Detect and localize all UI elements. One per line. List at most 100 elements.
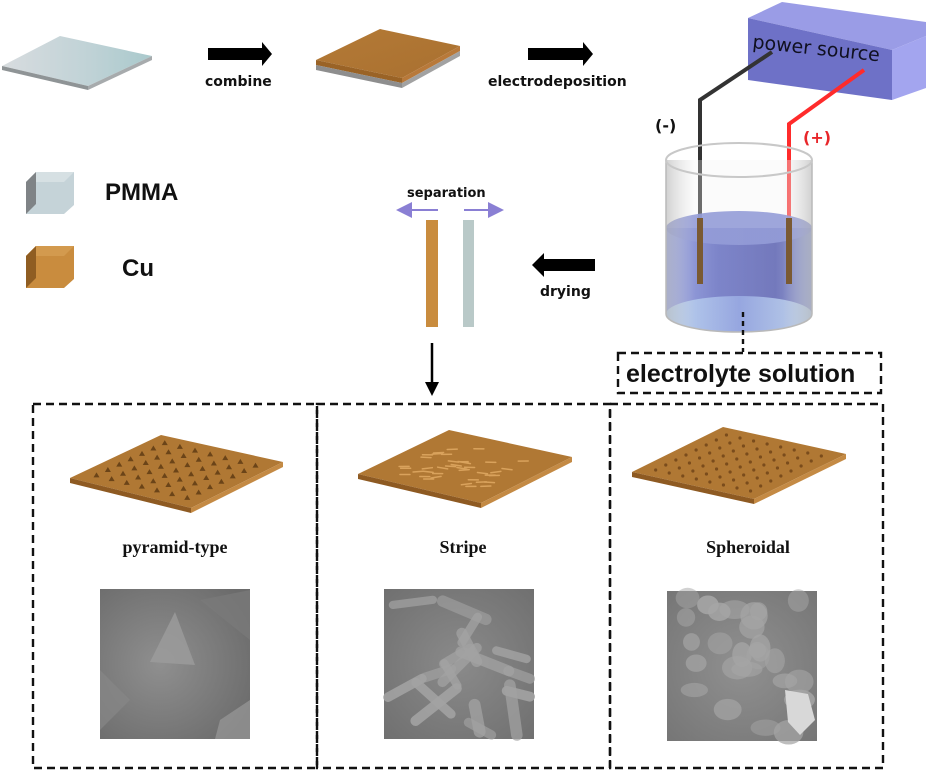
spheroid-feature — [755, 447, 759, 451]
sem-rod — [501, 685, 535, 702]
spheroid-feature — [796, 456, 800, 460]
stripe-feature — [422, 470, 434, 474]
step-label-combine: combine — [205, 74, 272, 90]
pyramid-feature — [214, 469, 221, 475]
sem-grain — [772, 673, 798, 689]
legend-label-cu: Cu — [122, 255, 154, 282]
sem-grain — [732, 642, 752, 668]
stripe-feature — [490, 470, 502, 474]
pyramid-feature — [146, 469, 153, 475]
spheroid-feature — [687, 461, 692, 465]
spheroid-feature — [714, 438, 718, 442]
pyramid-feature — [142, 460, 149, 465]
spheroid-feature — [779, 474, 783, 478]
spheroid-feature — [728, 441, 732, 445]
pyramid-feature — [138, 483, 145, 489]
positive-terminal-label: (+) — [803, 128, 831, 147]
spheroid-feature — [677, 466, 681, 470]
sem-grain — [683, 633, 700, 651]
spheroid-feature — [684, 453, 688, 457]
spheroid-feature — [735, 486, 739, 490]
spheroid-feature — [718, 446, 722, 450]
pyramid-feature — [161, 472, 168, 478]
pyramid-feature — [188, 471, 195, 477]
spheroid-feature — [738, 465, 742, 469]
pyramid-feature — [176, 476, 183, 482]
pyramid-feature — [207, 451, 214, 457]
spheroidal-plate — [632, 427, 846, 504]
stripe-feature — [458, 468, 470, 472]
spheroid-feature — [742, 473, 746, 477]
spheroid-feature — [782, 453, 786, 457]
legend-cu-cube — [26, 246, 74, 288]
sem-grain — [787, 589, 809, 612]
sem-grain — [746, 643, 770, 670]
pyramid-feature — [108, 476, 115, 482]
morphology-label-pyramid-type: pyramid-type — [123, 537, 228, 557]
stripe-feature — [421, 466, 434, 470]
spheroid-feature — [809, 459, 813, 463]
sem-rod — [456, 627, 483, 667]
stripe-feature — [436, 466, 449, 470]
spheroid-feature — [654, 468, 658, 472]
legend-pmma-cube — [26, 172, 74, 214]
spheroid-feature — [768, 450, 773, 454]
spheroid-feature — [704, 472, 709, 476]
pyramid-feature — [229, 473, 236, 479]
pyramid-feature — [154, 487, 160, 493]
spheroid-feature — [759, 484, 763, 488]
sem-rod — [492, 646, 531, 664]
pyramid-feature — [93, 472, 100, 478]
pyramid-feature — [191, 480, 198, 486]
pyramid-feature — [195, 456, 202, 462]
spheroid-feature — [704, 443, 708, 447]
step-label-drying: drying — [540, 284, 591, 300]
pyramid-feature — [184, 494, 191, 500]
sem-grain — [685, 654, 707, 672]
separated-cu-strip — [426, 220, 438, 327]
spheroid-feature — [664, 463, 668, 467]
spheroid-feature — [748, 460, 752, 464]
stripe-feature — [456, 466, 468, 470]
spheroid-feature — [691, 469, 695, 473]
sem-rod — [383, 673, 427, 702]
negative-terminal-label: (-) — [655, 116, 676, 135]
stripe-feature — [450, 463, 463, 467]
step-label-separation: separation — [407, 186, 486, 201]
sem-grain — [749, 602, 768, 621]
stripe-feature — [501, 467, 513, 471]
spheroid-feature — [721, 454, 725, 458]
panel-spheroidal — [608, 402, 885, 770]
spheroid-feature — [745, 481, 749, 485]
sem-rod — [437, 595, 492, 626]
spheroid-feature — [711, 459, 715, 463]
pyramid-feature — [203, 475, 210, 480]
stripe-feature — [431, 452, 444, 455]
spheroid-feature — [785, 461, 790, 465]
pyramid-feature — [176, 443, 183, 449]
arrow-down — [425, 343, 439, 396]
pyramid-feature — [135, 474, 142, 480]
spheroid-feature — [806, 451, 810, 455]
pyramid-feature — [169, 458, 176, 464]
spheroid-feature — [725, 462, 729, 466]
pyramid-feature — [154, 454, 161, 460]
sem-grain — [707, 602, 731, 621]
spheroid-feature — [765, 471, 769, 475]
pyramid-feature — [165, 482, 172, 487]
pyramid-feature — [252, 462, 259, 468]
cu-pmma-plate — [316, 29, 460, 88]
sem-grain — [676, 608, 696, 627]
pyramid-feature — [131, 465, 138, 471]
electrolyte-label: electrolyte solution — [626, 360, 855, 388]
stripe-feature — [430, 475, 442, 479]
stripe-feature — [459, 461, 472, 465]
spheroid-feature — [738, 436, 742, 440]
spheroid-feature — [708, 451, 712, 455]
pyramid-feature — [150, 478, 157, 484]
stripe-feature — [476, 471, 489, 475]
spheroid-feature — [694, 448, 698, 452]
separated-pmma-strip — [463, 220, 474, 327]
spheroid-feature — [724, 433, 729, 437]
